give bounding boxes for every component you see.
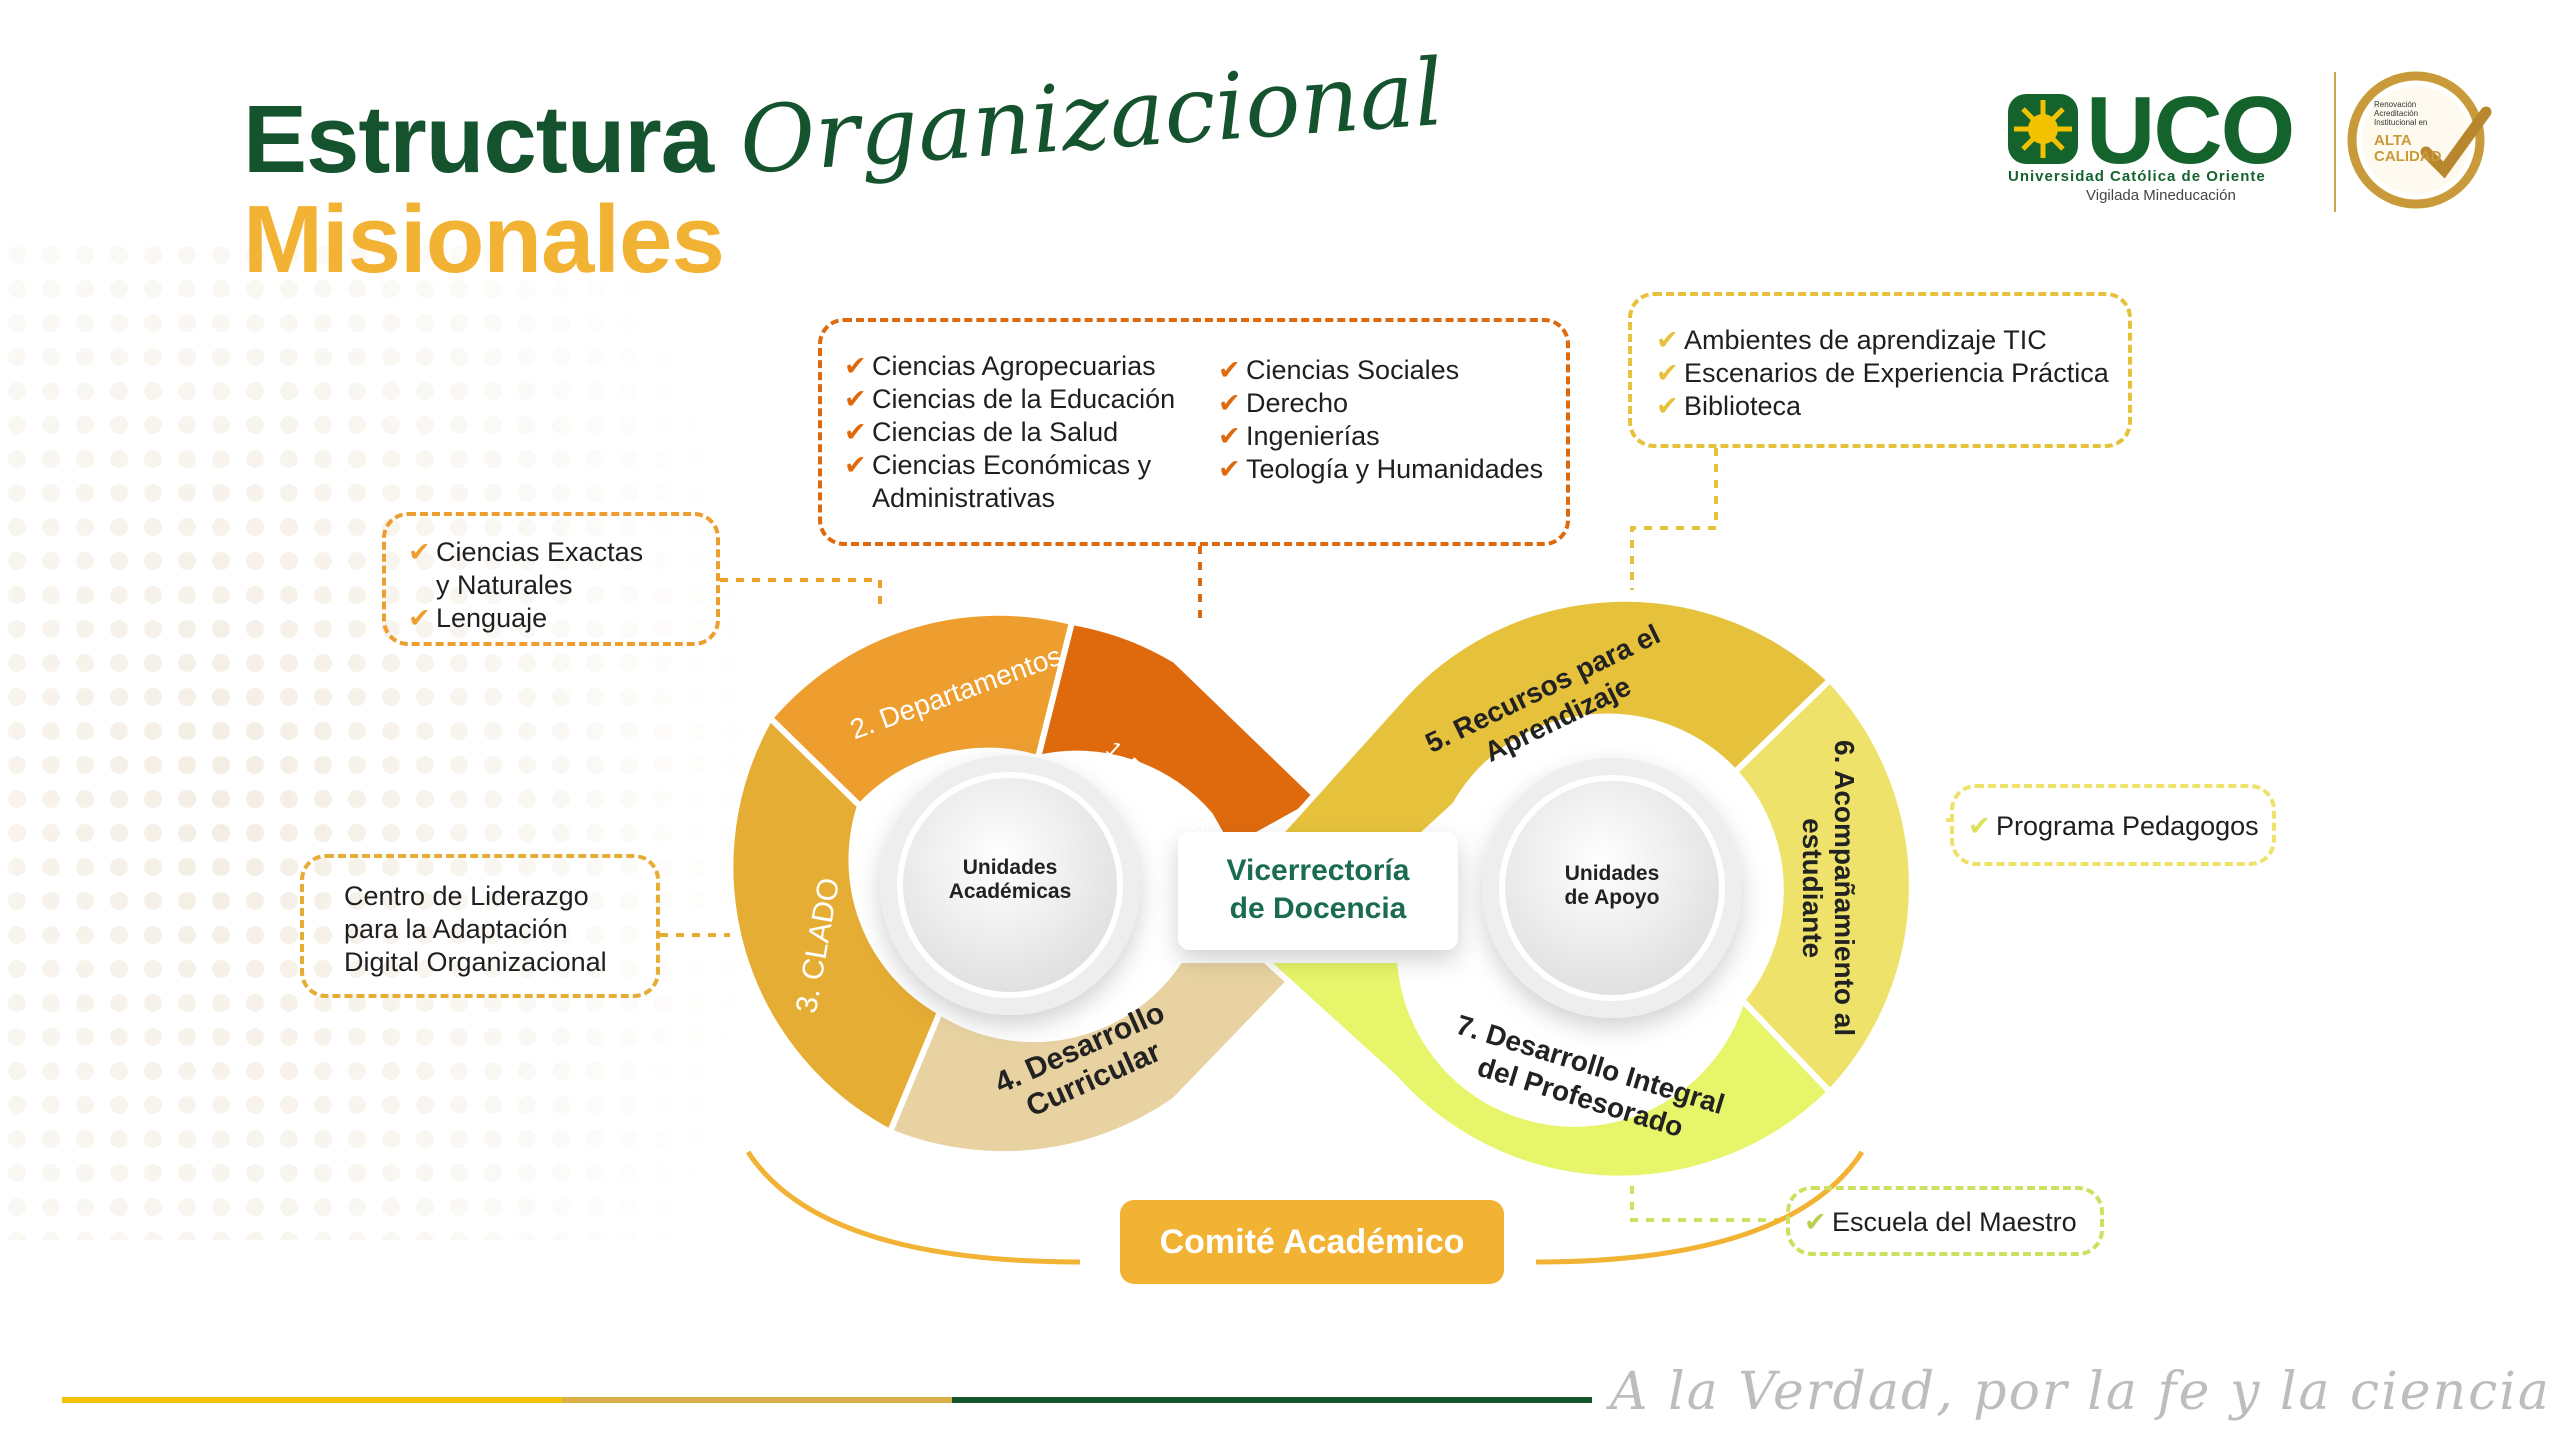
dot-pattern-decoration [0,240,760,1240]
list-item: ✔Derecho [1218,388,1349,418]
logo-divider [2334,72,2336,212]
page-title: Estructura [243,86,714,193]
sun-emblem-icon [2008,94,2078,164]
check-icon: ✔ [1968,811,1991,841]
list-item: ✔Ambientes de aprendizaje TIC [1656,325,2047,355]
seal-caption: Renovación Acreditación Institucional en [2374,100,2428,127]
segment-6-acompanamiento [1730,675,1915,1097]
footer-line [62,1397,1592,1403]
list-item: ✔Teología y Humanidades [1218,454,1544,484]
check-icon: ✔ [1218,454,1241,484]
acompanamiento-box: ✔Programa Pedagogos [1950,784,2276,866]
base-arc [745,1150,1081,1265]
segment-1-facultades [1033,618,1325,855]
list-item: ✔Ciencias Económicas y [844,450,1152,480]
list-item: ✔Lenguaje [408,603,548,633]
center-card [1178,832,1458,950]
page-subtitle: Misionales [243,186,725,293]
facultades-col2: ✔Ciencias Sociales ✔Derecho ✔Ingenierías… [1218,354,1543,486]
seal-alta: ALTA [2374,132,2412,149]
segment-7-desarrollo-integral [1257,957,1835,1182]
hub-right [1499,775,1725,1001]
logo-wordmark: UCO [2086,77,2295,184]
logo-university-name: Universidad Católica de Oriente [2008,168,2266,185]
list-item-continuation: Administrativas [872,483,1056,513]
connector-profesorado [1630,1170,1782,1222]
check-icon: ✔ [1656,325,1679,355]
connector-departamentos [720,578,882,612]
list-item: ✔Ciencias Agropecuarias [844,351,1156,381]
segment-2-departamentos [765,609,1076,811]
recursos-box: ✔Ambientes de aprendizaje TIC ✔Escenario… [1628,292,2132,448]
segment-4-desarrollo-curricular [886,957,1318,1158]
check-icon: ✔ [844,417,867,447]
list-item: ✔Ciencias Exactas [408,537,644,567]
logo-supervision: Vigilada Mineducación [2086,187,2236,204]
check-icon: ✔ [1656,358,1679,388]
connector-recursos [1630,448,1718,590]
check-icon: ✔ [844,351,867,381]
list-item: ✔Ciencias de la Educación [844,384,1176,414]
clado-box: Centro de Liderazgo para la Adaptación D… [300,854,660,998]
check-icon: ✔ [1218,388,1241,418]
base-arc-right [1535,1150,1865,1265]
departamentos-box: ✔Ciencias Exactas y Naturales ✔Lenguaje [382,512,720,646]
list-item: ✔Escuela del Maestro [1804,1207,2077,1237]
uco-logo: UCO Universidad Católica de Oriente Vigi… [2004,71,2544,214]
check-icon: ✔ [1218,421,1241,451]
check-icon: ✔ [1804,1207,1827,1237]
check-icon: ✔ [408,603,431,633]
list-item: ✔Escenarios de Experiencia Práctica [1656,358,2109,388]
facultades-col1: ✔Ciencias Agropecuarias ✔Ciencias de la … [844,350,1175,515]
list-item: ✔Ciencias Sociales [1218,355,1460,385]
check-icon: ✔ [844,450,867,480]
check-icon: ✔ [1656,391,1679,421]
comite-academico-badge: Comité Académico [1120,1200,1504,1284]
profesorado-box: ✔Escuela del Maestro [1786,1186,2104,1256]
facultades-box: ✔Ciencias Agropecuarias ✔Ciencias de la … [818,318,1570,546]
list-item-continuation: y Naturales [436,570,573,600]
list-item: ✔Programa Pedagogos [1968,811,2259,841]
list-item: ✔Biblioteca [1656,391,1802,421]
accreditation-seal [2347,71,2492,209]
check-icon: ✔ [408,537,431,567]
hub-left [897,772,1123,998]
seal-calidad: CALIDAD [2374,148,2442,165]
list-item: ✔Ciencias de la Salud [844,417,1119,447]
segment-3-clado [727,713,944,1137]
list-item: ✔Ingenierías [1218,421,1380,451]
check-icon: ✔ [844,384,867,414]
check-icon: ✔ [1218,355,1241,385]
motto: A la Verdad, por la fe y la ciencia [1610,1362,2551,1422]
